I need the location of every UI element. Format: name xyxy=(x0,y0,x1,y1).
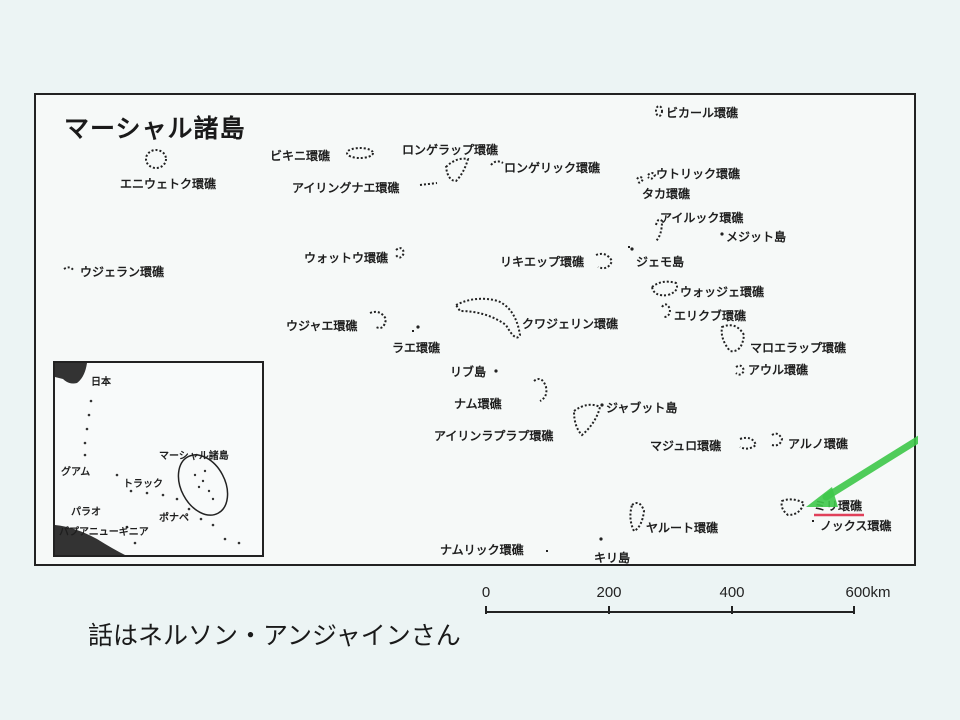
label-bikini: ビキニ環礁 xyxy=(270,149,331,163)
label-bikar: ビカール環礁 xyxy=(666,106,739,120)
arno-atoll xyxy=(771,432,784,447)
label-kili: キリ島 xyxy=(594,551,631,565)
label-knox: ノックス環礁 xyxy=(820,519,892,533)
label-jabwot: ジャブット島 xyxy=(606,401,678,415)
label-ailinginae: アイリングナエ環礁 xyxy=(292,181,400,195)
label-rongelap: ロンゲラップ環礁 xyxy=(402,143,499,157)
green-arrow-shaft xyxy=(822,435,918,501)
kili-dot xyxy=(599,537,603,541)
green-arrow-head xyxy=(806,487,838,507)
utrik-atoll xyxy=(647,172,657,180)
inset-label-palau: パラオ xyxy=(71,507,101,518)
mili-highlight xyxy=(806,435,918,517)
rongerik-atoll xyxy=(490,160,504,166)
label-likiep: リキエップ環礁 xyxy=(500,255,585,269)
jaluit-atoll xyxy=(629,502,646,533)
bikini-atoll xyxy=(346,147,374,159)
label-namu: ナム環礁 xyxy=(454,397,502,411)
rongelap-atoll xyxy=(444,157,470,183)
wotje-atoll xyxy=(650,280,678,297)
inset-label-pohnpei: ポナペ xyxy=(159,513,189,524)
jabwot-dot xyxy=(600,403,604,407)
inset-label-png: パプアニューギニア xyxy=(59,527,149,538)
inset-label-japan: 日本 xyxy=(91,377,111,388)
atoll-outlines xyxy=(63,105,816,552)
label-majuro: マジュロ環礁 xyxy=(650,439,722,453)
label-aur: アウル環礁 xyxy=(748,363,809,377)
label-wotho: ウォットウ環礁 xyxy=(304,251,389,265)
enewetak-atoll xyxy=(145,149,167,169)
label-utrik: ウトリック環礁 xyxy=(656,167,741,181)
scale-tick-0: 0 xyxy=(481,584,491,601)
ailinginae-atoll xyxy=(419,182,438,186)
label-jemo: ジェモ島 xyxy=(636,255,685,269)
lae-dot xyxy=(416,325,420,329)
ujae-atoll xyxy=(369,310,388,329)
label-ailuk: アイルック環礁 xyxy=(660,211,744,225)
mejit-dot xyxy=(720,232,724,236)
taka-atoll xyxy=(636,176,645,184)
marshall-ellipse xyxy=(177,454,229,516)
scale-bar-line xyxy=(485,606,855,614)
png-landmass xyxy=(55,525,125,555)
inset-label-truk: トラック xyxy=(123,479,163,490)
jemo-dot xyxy=(630,247,634,251)
map-title: マーシャル諸島 xyxy=(64,114,246,143)
lib-dot xyxy=(494,369,498,373)
label-namorik: ナムリック環礁 xyxy=(440,543,524,557)
likiep-atoll xyxy=(595,252,614,270)
label-rongerik: ロンゲリック環礁 xyxy=(504,161,601,175)
japan-landmass xyxy=(55,363,87,384)
label-ailinglaplap: アイリンラプラプ環礁 xyxy=(434,429,554,443)
ujelang-atoll xyxy=(63,266,75,272)
label-lib: リブ島 xyxy=(450,365,487,379)
maloelap-atoll xyxy=(720,324,746,353)
scale-tick-600: 600km xyxy=(845,584,891,601)
label-enewetak: エニウェトク環礁 xyxy=(120,177,217,191)
label-mejit: メジット島 xyxy=(726,230,787,244)
label-maloelap: マロエラップ環礁 xyxy=(750,341,847,355)
inset-map: 日本 マーシャル諸島 グアム トラック パラオ ポナペ パプアニューギニア xyxy=(53,361,264,557)
label-ujae: ウジャエ環礁 xyxy=(286,319,358,333)
ailinglaplap-atoll xyxy=(572,403,602,437)
label-ujelang: ウジェラン環礁 xyxy=(80,265,165,279)
label-erikub: エリクブ環礁 xyxy=(674,309,747,323)
bikar-atoll xyxy=(655,105,663,117)
label-taka: タカ環礁 xyxy=(642,187,691,201)
inset-label-guam: グアム xyxy=(61,467,91,478)
scale-tick-400: 400 xyxy=(719,584,745,601)
kwajalein-atoll xyxy=(454,297,522,339)
label-lae: ラエ環礁 xyxy=(392,341,441,355)
mili-atoll xyxy=(780,498,806,517)
label-kwajalein: クワジェリン環礁 xyxy=(522,317,619,331)
namu-atoll xyxy=(533,378,548,402)
label-wotje: ウォッジェ環礁 xyxy=(680,285,765,299)
map-frame: マーシャル諸島 xyxy=(34,93,918,566)
inset-shapes xyxy=(55,363,241,555)
ailuk-atoll xyxy=(655,218,664,242)
inset-label-marshall: マーシャル諸島 xyxy=(159,451,229,462)
scale-tick-200: 200 xyxy=(596,584,622,601)
scale-bar: 0 200 400 600km xyxy=(470,580,910,620)
label-arno: アルノ環礁 xyxy=(788,437,848,451)
label-jaluit: ヤルート環礁 xyxy=(646,521,719,535)
caption: 話はネルソン・アンジャインさん xyxy=(88,621,461,650)
